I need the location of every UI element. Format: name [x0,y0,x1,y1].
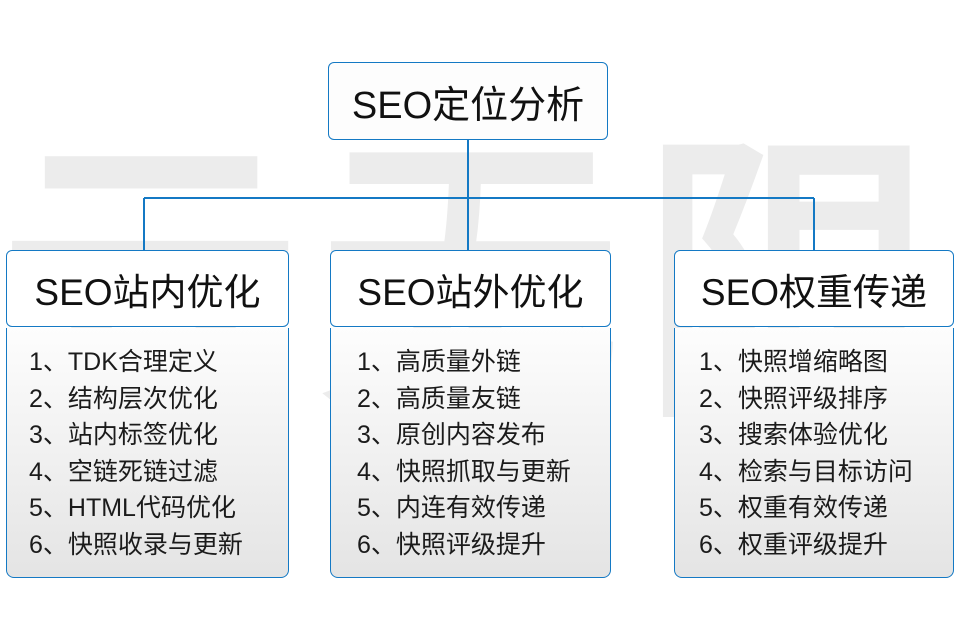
list-item: 4、空链死链过滤 [29,457,218,486]
list-item: 3、搜索体验优化 [699,421,888,449]
column-header-seo-onsite[interactable]: SEO站内优化 [6,250,289,327]
column-body-seo-weight: 1、快照增缩略图 2、快照评级排序 3、搜索体验优化 4、检索与目标访问 5、权… [674,328,954,578]
list-item: 5、权重有效传递 [699,494,888,522]
list-item: 1、高质量外链 [357,348,521,376]
column-header-seo-weight[interactable]: SEO权重传递 [674,250,954,327]
column-item-list: 1、快照增缩略图 2、快照评级排序 3、搜索体验优化 4、检索与目标访问 5、权… [675,344,953,563]
column-body-seo-onsite: 1、TDK合理定义 2、结构层次优化 3、站内标签优化 4、空链死链过滤 5、H… [6,328,289,578]
column-header-label: SEO站内优化 [34,271,261,313]
list-item: 5、内连有效传递 [357,494,546,522]
list-item: 4、快照抓取与更新 [357,457,571,486]
list-item: 2、快照评级排序 [699,384,888,413]
list-item: 6、权重评级提升 [699,530,888,559]
list-item: 2、结构层次优化 [29,384,218,413]
root-node-label: SEO定位分析 [351,84,585,127]
list-item: 1、快照增缩略图 [699,348,888,376]
root-node[interactable]: SEO定位分析 [328,62,608,140]
column-header-label: SEO站外优化 [357,271,584,313]
column-header-seo-offsite[interactable]: SEO站外优化 [330,250,611,327]
column-body-seo-offsite: 1、高质量外链 2、高质量友链 3、原创内容发布 4、快照抓取与更新 5、内连有… [330,328,611,578]
list-item: 1、TDK合理定义 [29,348,218,376]
column-item-list: 1、TDK合理定义 2、结构层次优化 3、站内标签优化 4、空链死链过滤 5、H… [7,344,288,563]
column-header-label: SEO权重传递 [700,271,928,313]
list-item: 3、原创内容发布 [357,421,546,449]
list-item: 2、高质量友链 [357,384,521,413]
list-item: 3、站内标签优化 [29,421,218,449]
list-item: 5、HTML代码优化 [29,494,236,522]
list-item: 6、快照收录与更新 [29,530,243,559]
column-item-list: 1、高质量外链 2、高质量友链 3、原创内容发布 4、快照抓取与更新 5、内连有… [331,344,610,563]
list-item: 6、快照评级提升 [357,530,546,559]
list-item: 4、检索与目标访问 [699,457,913,486]
